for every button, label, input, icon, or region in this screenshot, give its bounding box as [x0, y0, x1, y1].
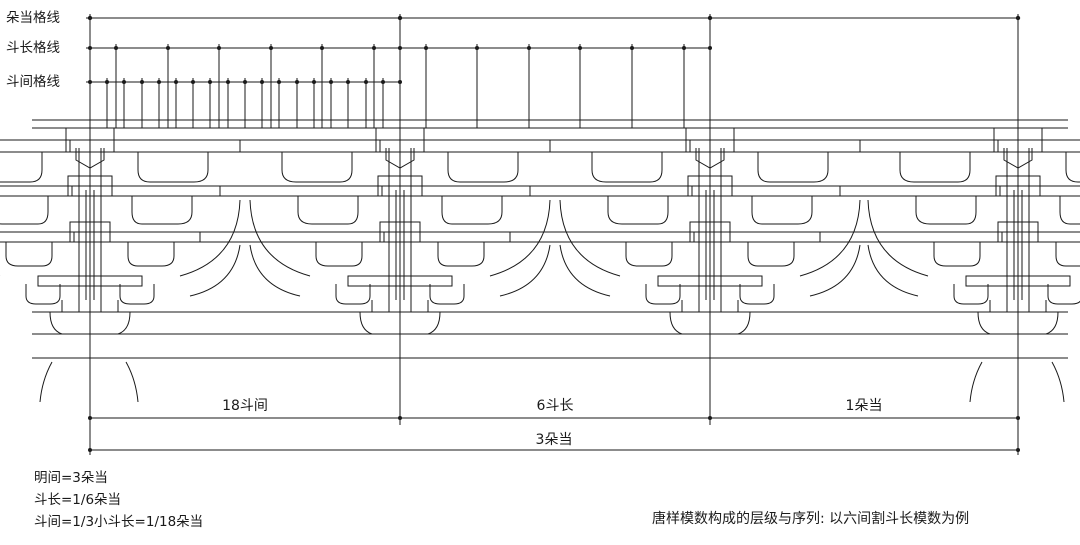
dimension-1-duodang: 1朵当	[843, 398, 885, 414]
bracket-set-1	[0, 127, 241, 335]
dimension-18-doujian: 18斗间	[220, 398, 270, 414]
formula-mingjian: 明间=3朵当	[34, 470, 108, 486]
bracket-set-4	[867, 127, 1080, 335]
duodang-grid-label: 朵当格线	[6, 10, 60, 26]
formula-douchang: 斗长=1/6朵当	[34, 492, 122, 508]
figure-caption: 唐样模数构成的层级与序列: 以六间割斗长模数为例	[652, 511, 970, 527]
formula-doujian: 斗间=1/3小斗长=1/18朵当	[34, 514, 204, 530]
dimension-6-douchang: 6斗长	[534, 398, 576, 414]
douchang-grid-label: 斗长格线	[6, 40, 60, 56]
dimension-3-duodang: 3朵当	[533, 432, 575, 448]
doujian-grid-label: 斗间格线	[6, 74, 60, 90]
